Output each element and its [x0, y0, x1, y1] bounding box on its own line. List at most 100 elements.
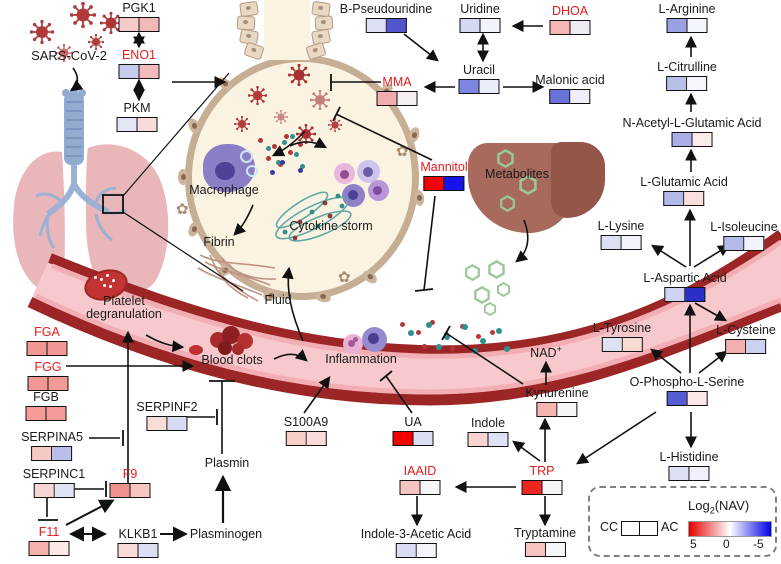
heatmap-cell-cc — [376, 91, 398, 106]
node-n-acetyl-l-glutamic-acid: N-Acetyl-L-Glutamic Acid — [622, 116, 762, 147]
heatmap-cell-cc — [146, 416, 168, 431]
heatmap-cell-ac — [746, 339, 767, 354]
heatmap-cell-cc — [28, 541, 50, 556]
node-l-aspartic-acid: L-Aspartic Acid — [643, 271, 727, 302]
node-label: FGB — [33, 390, 59, 404]
heatmap-cell-cc — [664, 287, 686, 302]
platelet-granules — [94, 276, 97, 279]
legend-ac-box — [640, 521, 658, 536]
immune-cell-nucleus — [348, 340, 355, 347]
dust-cell-icon: ✿ — [338, 269, 351, 286]
node-label: TRP — [529, 464, 555, 478]
inflammation-label: Inflammation — [325, 352, 397, 366]
metabolite-dots-red — [400, 322, 405, 327]
heatmap-pair — [668, 466, 710, 481]
heatmap-cell-ac — [397, 91, 418, 106]
heatmap-cell-ac — [570, 89, 591, 104]
macrophage-label: Macrophage — [189, 183, 259, 197]
heatmap-cell-cc — [365, 18, 387, 33]
heatmap-cell-cc — [663, 191, 685, 206]
heatmap-cell-ac — [542, 480, 563, 495]
heatmap-cell-cc — [467, 432, 489, 447]
node-label: F11 — [38, 525, 60, 539]
heatmap-pair — [725, 339, 767, 354]
node-mannitol: Mannitol — [420, 161, 468, 191]
heatmap-pair — [146, 416, 188, 431]
node-l-lysine: L-Lysine — [598, 220, 644, 250]
heatmap-cell-ac — [621, 235, 642, 250]
heatmap-cell-ac — [48, 376, 69, 391]
heatmap-pair — [549, 20, 591, 35]
node-l-histidine: L-Histidine — [659, 450, 719, 481]
node-label: SERPINA5 — [21, 430, 83, 444]
immune-cell-nucleus — [363, 167, 373, 177]
node-label: L-Cysteine — [716, 323, 776, 337]
heatmap-pair — [28, 541, 70, 556]
node-label: S100A9 — [283, 415, 329, 429]
heatmap-cell-cc — [118, 17, 140, 32]
trachea-ridges — [66, 101, 82, 157]
node-fgb: FGB — [25, 390, 67, 421]
heatmap-cell-cc — [521, 480, 543, 495]
node-label: L-Isoleucine — [710, 220, 778, 234]
node-label: L-Histidine — [659, 450, 719, 464]
node-l-arginine: L-Arginine — [658, 2, 716, 33]
node-label: L-Arginine — [658, 2, 716, 16]
plasminogen-label: Plasminogen — [189, 527, 263, 541]
node-label: O-Phospho-L-Serine — [629, 375, 745, 389]
legend-cc-label: CC — [600, 520, 619, 534]
node-label: L-Aspartic Acid — [643, 271, 727, 285]
heatmap-pair — [392, 431, 434, 446]
heatmap-pair — [666, 76, 708, 91]
node-label: Uracil — [463, 63, 495, 77]
fluid-label: Fluid — [264, 293, 292, 307]
node-indole: Indole — [467, 417, 509, 447]
legend: CC AC Log2(NAV) 5 0 -5 — [588, 486, 777, 557]
node-l-cysteine: L-Cysteine — [716, 324, 776, 354]
heatmap-cell-ac — [139, 17, 160, 32]
macrophage-vesicle — [240, 150, 253, 163]
node-trp: TRP — [521, 464, 563, 495]
node-label: UA — [404, 415, 422, 429]
heatmap-cell-ac — [416, 543, 437, 558]
node-label: ENO1 — [121, 48, 157, 62]
node-tryptamine: Tryptamine — [514, 527, 576, 557]
heatmap-pair — [458, 79, 500, 94]
immune-cell-nucleus — [340, 170, 349, 179]
heatmap-pair — [26, 341, 68, 356]
bronchi — [35, 160, 127, 249]
heatmap-cell-cc — [392, 431, 414, 446]
heatmap-cell-ac — [306, 431, 327, 446]
heatmap-cell-cc — [668, 466, 690, 481]
heatmap-cell-cc — [459, 18, 481, 33]
cytokine-storm-label: Cytokine storm — [289, 219, 373, 233]
heatmap-cell-ac — [139, 64, 160, 79]
heatmap-cell-ac — [545, 542, 566, 557]
node-uracil: Uracil — [458, 63, 500, 94]
heatmap-cell-cc — [666, 76, 688, 91]
heatmap-cell-ac — [47, 341, 68, 356]
heatmap-pair — [399, 480, 441, 495]
node-label: FGG — [34, 360, 62, 374]
node-label: N-Acetyl-L-Glutamic Acid — [622, 116, 762, 130]
immune-cell-nucleus — [373, 186, 382, 195]
scale-tick-0: 0 — [723, 537, 730, 551]
heatmap-pair — [33, 483, 75, 498]
heatmap-pair — [376, 91, 418, 106]
node-label: Malonic acid — [535, 73, 605, 87]
blood-clots-label: Blood clots — [201, 353, 263, 367]
node-serpinf2: SERPINF2 — [136, 401, 198, 431]
heatmap-cell-ac — [386, 18, 407, 33]
heatmap-cell-cc — [671, 132, 693, 147]
immune-cell-nucleus — [353, 337, 358, 342]
heatmap-cell-ac — [49, 541, 70, 556]
node-label: L-Citrulline — [657, 60, 717, 74]
heatmap-cell-cc — [423, 176, 445, 191]
legend-cc-box — [621, 521, 640, 536]
node-label: KLKB1 — [118, 527, 158, 541]
heatmap-cell-cc — [549, 89, 571, 104]
heatmap-cell-cc — [109, 483, 131, 498]
heatmap-pair — [118, 64, 160, 79]
immune-cell-nucleus — [348, 190, 358, 200]
heatmap-pair — [664, 287, 706, 302]
